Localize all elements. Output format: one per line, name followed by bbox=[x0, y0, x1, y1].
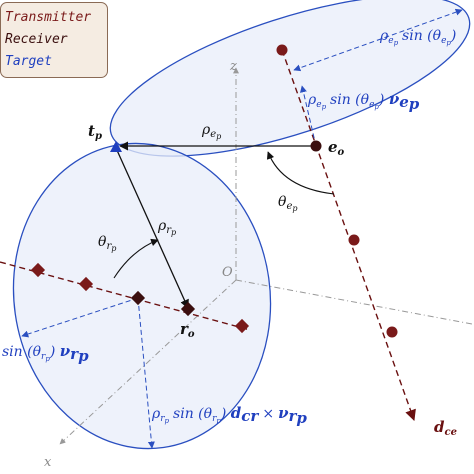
rho-rp-arrow bbox=[115, 147, 189, 309]
rho-rp-label: ρrp bbox=[157, 218, 176, 237]
target-marker bbox=[110, 141, 122, 152]
axis-x-line bbox=[59, 279, 237, 445]
mid-nu-line bbox=[300, 85, 317, 147]
legend-transmitter: Transmitter bbox=[5, 10, 92, 25]
origin-label: O bbox=[222, 265, 233, 280]
legend-target: Target bbox=[5, 54, 52, 69]
receiver-point bbox=[30, 262, 46, 278]
transmitter-point bbox=[276, 44, 288, 56]
receiver-point bbox=[234, 318, 250, 334]
bottom-cross-line bbox=[137, 297, 155, 449]
theta-rp-arc bbox=[113, 238, 159, 279]
dce-label: dce bbox=[434, 418, 457, 438]
theta-ep-label: θep bbox=[278, 194, 297, 213]
transmitter-center-label: eo bbox=[328, 138, 345, 158]
receiver-center-label: ro bbox=[180, 320, 195, 340]
legend-box: Transmitter Receiver Target bbox=[0, 2, 108, 78]
transmitter-point bbox=[386, 326, 398, 338]
rho-ep-label: ρep bbox=[201, 122, 221, 141]
legend-receiver: Receiver bbox=[5, 32, 68, 47]
receiver-point bbox=[78, 276, 94, 292]
receiver-center-point bbox=[180, 301, 196, 317]
transmitter-line bbox=[281, 49, 416, 422]
left-expression: sin (θrp) νrp bbox=[2, 342, 89, 365]
left-nu-line bbox=[21, 297, 139, 338]
top-right-dim-line bbox=[293, 8, 463, 72]
axis-x-label: x bbox=[44, 455, 52, 470]
transmitter-center-point bbox=[310, 140, 322, 152]
target-label: tp bbox=[88, 122, 102, 142]
theta-ep-arc bbox=[266, 151, 335, 195]
axis-y-line bbox=[235, 279, 473, 325]
transmitter-point bbox=[348, 234, 360, 246]
theta-rp-label: θrp bbox=[98, 234, 116, 253]
axis-z-label: z bbox=[229, 59, 237, 74]
receiver-point bbox=[130, 290, 146, 306]
